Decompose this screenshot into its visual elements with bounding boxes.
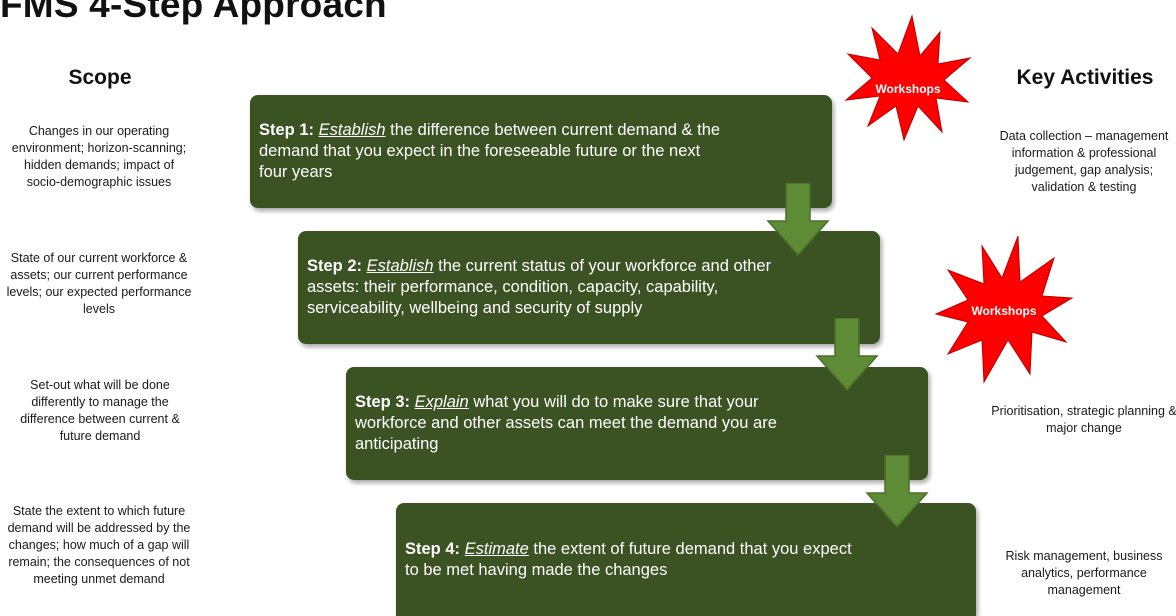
scope-item-3: Set-out what will be done differently to… [20, 378, 180, 443]
activity-item-2: Prioritisation, strategic planning & maj… [991, 404, 1176, 435]
down-arrow-icon [865, 455, 929, 529]
step-1-text: the difference between current demand & … [259, 121, 721, 181]
step-3-box: Step 3: Explain what you will do to make… [346, 367, 928, 480]
workshops-label-2: Workshops [971, 304, 1036, 318]
workshops-burst-1: Workshops [844, 14, 972, 142]
activity-item-3: Risk management, business analytics, per… [1005, 549, 1163, 597]
step-3-label: Step 3: [355, 393, 411, 411]
page-title: FMS 4-Step Approach [0, 0, 387, 25]
down-arrow-icon [815, 318, 879, 392]
step-1-box: Step 1: Establish the difference between… [250, 95, 832, 208]
step-4-box: Step 4: Estimate the extent of future de… [396, 503, 976, 616]
scope-item-4: State the extent to which future demand … [7, 504, 191, 586]
step-1-label: Step 1: [259, 121, 315, 139]
step-4-label: Step 4: [405, 539, 461, 558]
down-arrow-icon [766, 183, 830, 257]
workshops-label-1: Workshops [875, 82, 940, 96]
scope-item-1: Changes in our operating environment; ho… [11, 124, 187, 189]
scope-heading: Scope [68, 66, 132, 89]
scope-item-2: State of our current workforce & assets;… [6, 251, 192, 316]
key-activities-heading: Key Activities [1016, 66, 1154, 89]
step-2-box: Step 2: Establish the current status of … [298, 231, 880, 344]
step-1-verb: Establish [318, 121, 386, 139]
step-2-verb: Establish [366, 257, 434, 275]
step-2-text: the current status of your workforce and… [307, 257, 772, 317]
step-3-verb: Explain [414, 393, 469, 411]
step-3-text: what you will do to make sure that your … [355, 393, 777, 453]
step-2-label: Step 2: [307, 257, 363, 275]
step-4-text: the extent of future demand that you exp… [405, 539, 852, 579]
workshops-burst-2: Workshops [934, 235, 1074, 384]
activity-item-1: Data collection – management information… [999, 129, 1169, 194]
step-4-verb: Estimate [464, 539, 529, 558]
